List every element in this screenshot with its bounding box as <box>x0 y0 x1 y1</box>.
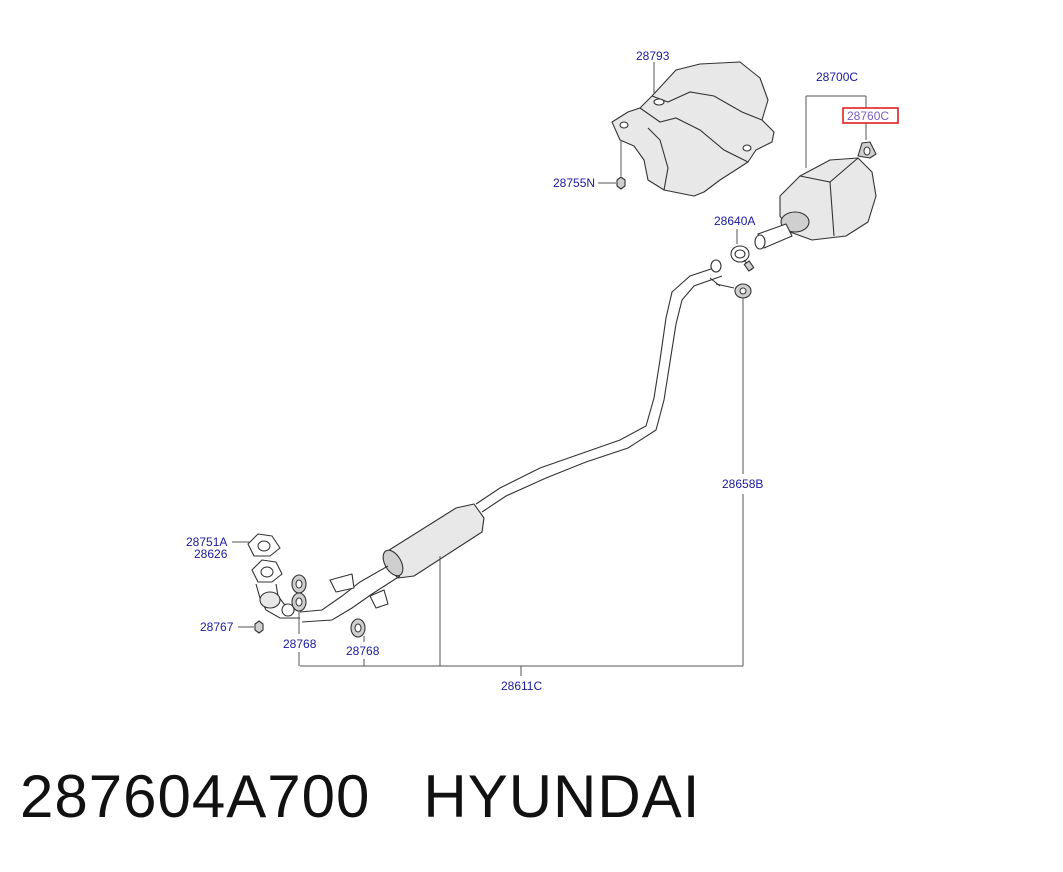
nut-28755n <box>616 176 626 190</box>
callout-28760c: 28760C <box>847 109 889 123</box>
rear-muffler <box>754 157 877 250</box>
rubber-hanger-28768-b <box>350 618 366 638</box>
callout-28768-b: 28768 <box>346 644 380 658</box>
rubber-hanger-28768-a <box>291 574 307 612</box>
rubber-hanger-28658b <box>734 283 752 299</box>
callout-28640a: 28640A <box>714 214 755 228</box>
heat-shield <box>611 61 775 197</box>
callout-28626: 28626 <box>194 547 228 561</box>
clamp-28640a <box>730 245 755 272</box>
callout-28755n: 28755N <box>553 176 595 190</box>
callout-28751a: 28751A <box>186 535 227 549</box>
callout-28700c: 28700C <box>816 70 858 84</box>
callout-28611c: 28611C <box>501 679 542 693</box>
nut-28767 <box>254 620 264 634</box>
rubber-hanger-28760c <box>857 141 877 159</box>
callout-28767: 28767 <box>200 620 234 634</box>
callout-28793: 28793 <box>636 49 670 63</box>
callout-28658b: 28658B <box>722 477 763 491</box>
part-number: 287604A700 <box>20 763 371 830</box>
exhaust-parts-diagram: 28793 28755N 28700C 28760C 28640A 28658B <box>186 49 899 693</box>
front-pipe-flange <box>247 533 301 619</box>
brand-name: HYUNDAI <box>423 763 701 830</box>
callout-28768-a: 28768 <box>283 637 317 651</box>
center-pipe <box>299 259 735 623</box>
highlight-box <box>842 107 899 124</box>
part-caption: 287604A700 HYUNDAI <box>20 762 700 831</box>
